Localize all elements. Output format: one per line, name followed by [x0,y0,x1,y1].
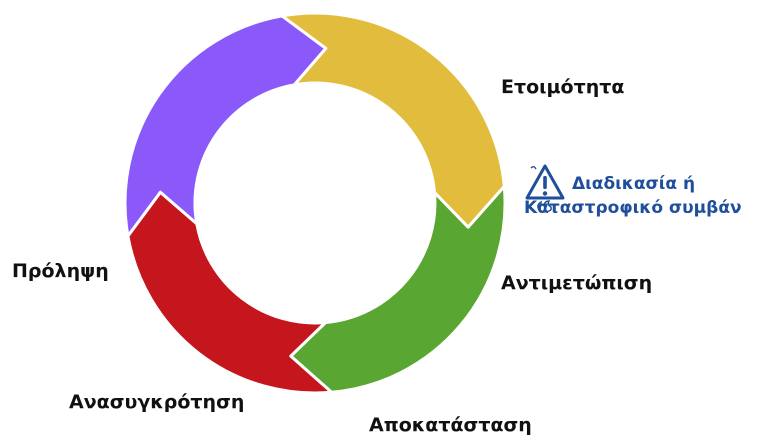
readiness-label: Ετοιμότητα [501,76,625,98]
reconstruction-label: Ανασυγκρότηση [69,391,245,413]
prevention-segment [123,14,328,238]
event-text: Διαδικασία ή Καταστροφικό συμβάν [524,172,742,220]
event-line1: Διαδικασία ή [572,174,696,194]
response-label: Αντιμετώπιση [501,272,653,294]
event-line2: Καταστροφικό συμβάν [524,198,742,218]
restoration-label: Αποκατάσταση [369,414,532,436]
event-callout: Διαδικασία ή Καταστροφικό συμβάν [524,164,754,234]
prevention-label: Πρόληψη [12,260,109,282]
warning-hazard-icon [525,164,565,213]
